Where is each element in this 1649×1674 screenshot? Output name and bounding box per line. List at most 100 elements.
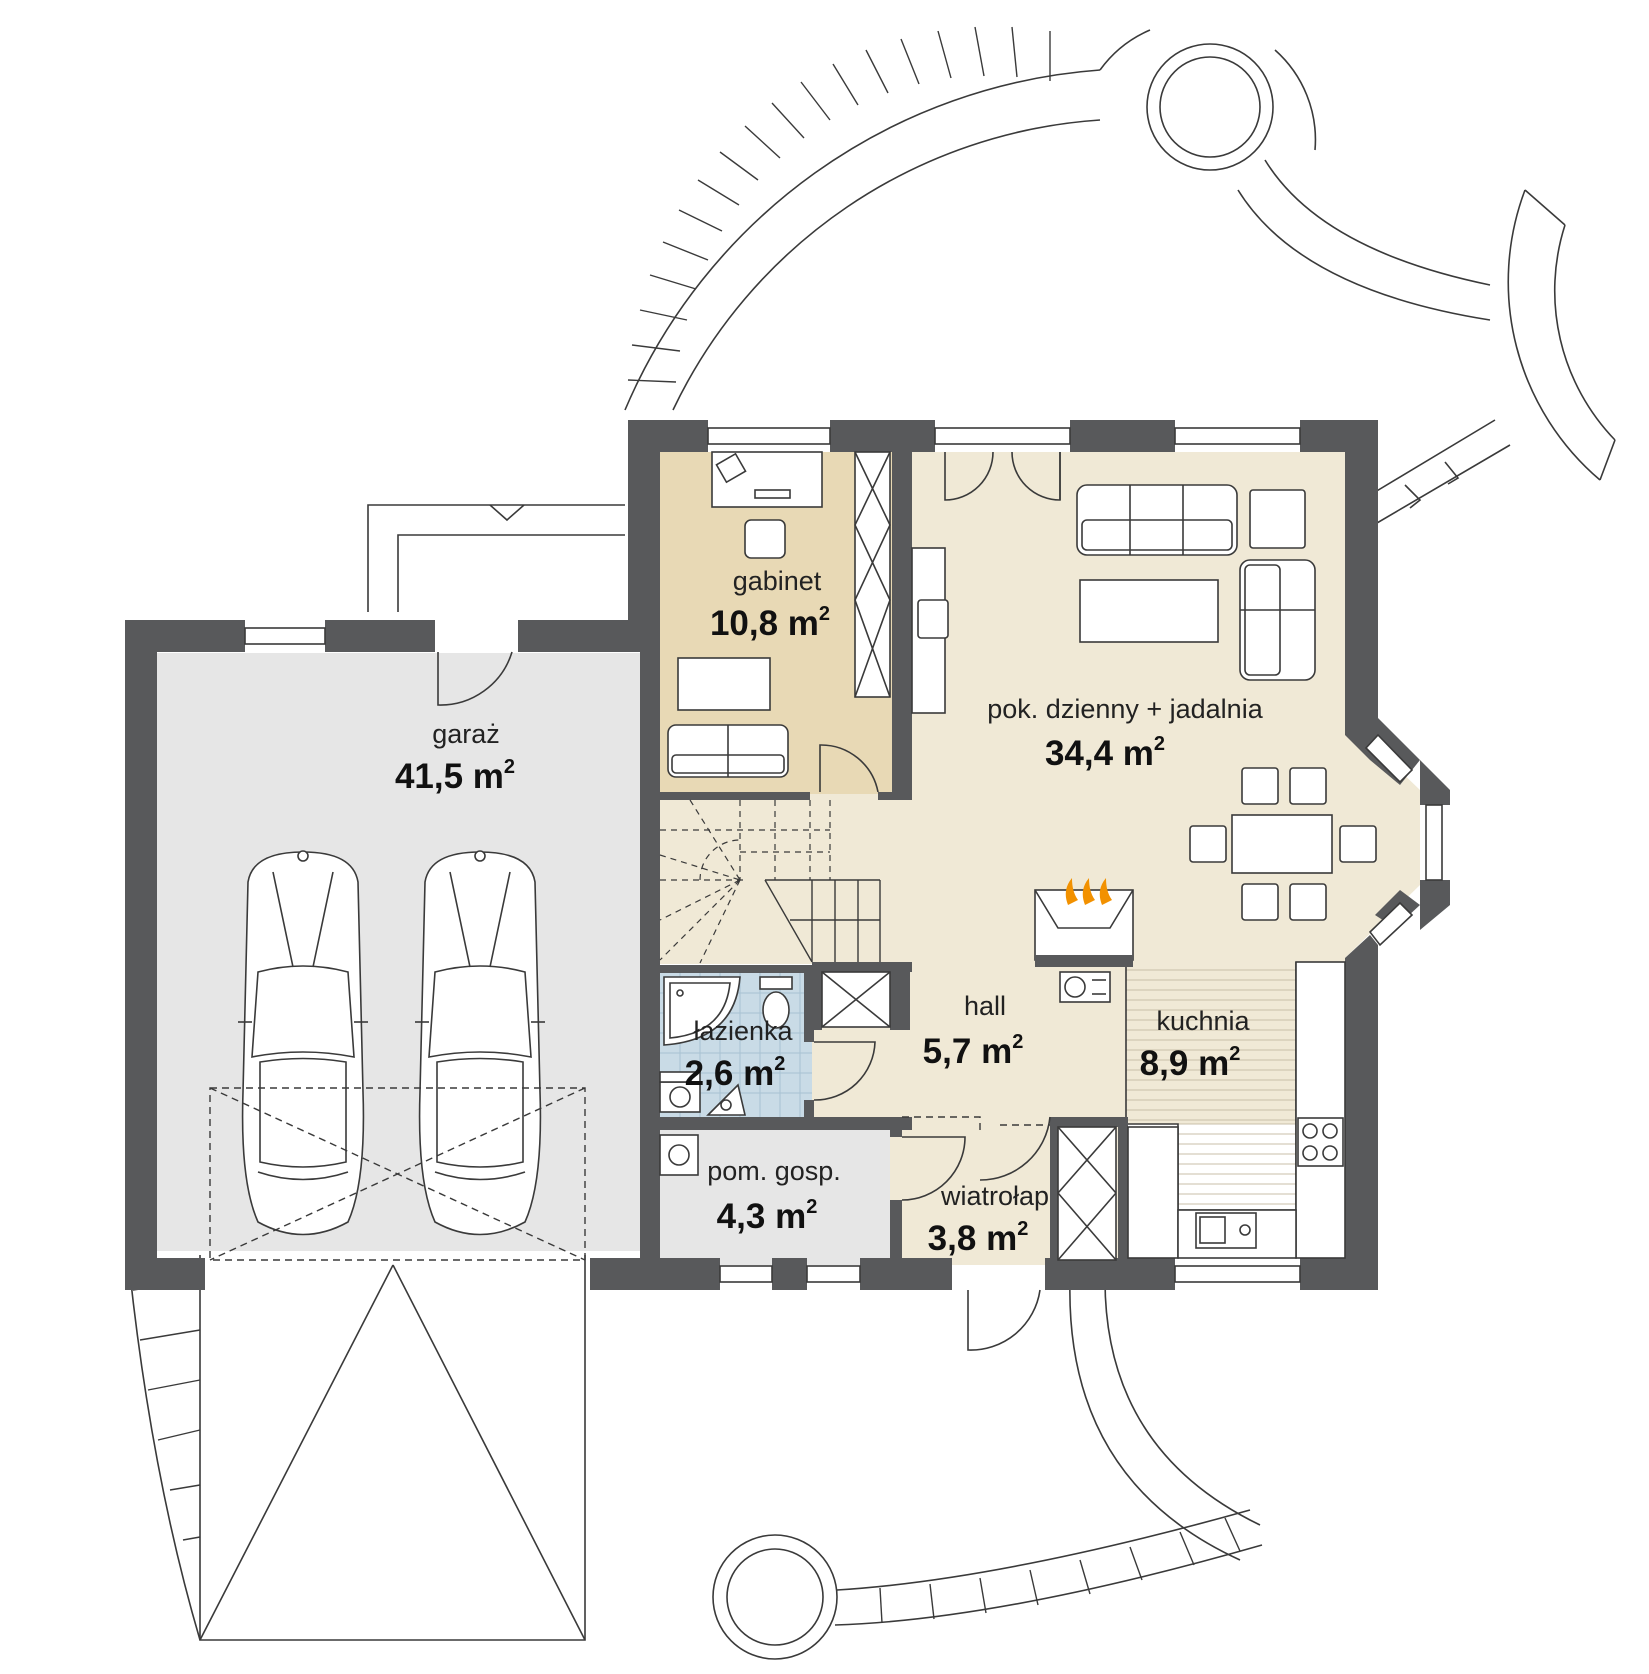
window-icon bbox=[1174, 427, 1301, 445]
wardrobe bbox=[854, 451, 891, 698]
chair-icon bbox=[744, 519, 786, 559]
room-name-kitchen: kuchnia bbox=[1156, 1006, 1250, 1036]
counter bbox=[1295, 961, 1346, 1259]
wall bbox=[812, 962, 912, 972]
wall bbox=[1050, 1117, 1060, 1265]
wall bbox=[125, 620, 157, 1290]
room-area-living: 34,4 m2 bbox=[1045, 733, 1165, 773]
room-name-vestibule: wiatrołap bbox=[940, 1181, 1049, 1211]
door-icon bbox=[813, 1041, 876, 1101]
sink-icon bbox=[706, 1083, 747, 1116]
doors bbox=[437, 451, 1061, 1351]
wall bbox=[890, 1200, 902, 1265]
door-icon bbox=[944, 451, 994, 501]
window-icon bbox=[1174, 1265, 1301, 1283]
fireplace-icon bbox=[1034, 878, 1134, 1003]
office-furniture bbox=[667, 451, 891, 778]
chair-icon bbox=[1241, 883, 1279, 921]
room-area-bathroom: 2,6 m2 bbox=[685, 1053, 786, 1093]
wall bbox=[772, 1258, 807, 1290]
wall bbox=[1300, 1258, 1378, 1290]
window-icon bbox=[719, 1265, 773, 1283]
wall bbox=[125, 1258, 205, 1290]
wall bbox=[660, 1258, 720, 1290]
wall bbox=[878, 792, 912, 800]
door-icon bbox=[1011, 451, 1061, 501]
table-icon bbox=[1231, 814, 1333, 874]
wall bbox=[1118, 1117, 1128, 1265]
room-name-hall: hall bbox=[964, 991, 1006, 1021]
window-icon bbox=[806, 1265, 861, 1283]
wall bbox=[1045, 1258, 1175, 1290]
door-icon bbox=[979, 1116, 1051, 1181]
table-icon bbox=[1079, 579, 1219, 643]
kitchen-plank-lines bbox=[1126, 969, 1296, 1205]
room-area-vestibule: 3,8 m2 bbox=[928, 1218, 1029, 1258]
chair-icon bbox=[1241, 767, 1279, 805]
windows bbox=[244, 427, 1443, 1283]
room-name-living: pok. dzienny + jadalnia bbox=[987, 694, 1263, 724]
window-icon bbox=[244, 627, 326, 645]
table-icon bbox=[677, 657, 771, 711]
room-labels: garaż 41,5 m2 gabinet 10,8 m2 pok. dzien… bbox=[395, 566, 1264, 1258]
window-icon bbox=[934, 427, 1071, 445]
room-area-garage: 41,5 m2 bbox=[395, 756, 515, 796]
room-area-hall: 5,7 m2 bbox=[923, 1031, 1024, 1071]
sofa-icon bbox=[1239, 559, 1316, 681]
room-name-bathroom: łazienka bbox=[693, 1016, 793, 1046]
wall bbox=[1420, 880, 1450, 930]
wall bbox=[1420, 760, 1450, 805]
room-name-office: gabinet bbox=[733, 566, 822, 596]
wall bbox=[125, 620, 245, 652]
wall bbox=[890, 1117, 902, 1137]
room-name-utility: pom. gosp. bbox=[707, 1156, 841, 1186]
garage-floor bbox=[157, 653, 640, 1251]
wall bbox=[660, 1117, 912, 1130]
chair-icon bbox=[1339, 825, 1377, 863]
walls bbox=[125, 420, 1450, 1290]
wall bbox=[812, 962, 822, 1030]
wall bbox=[804, 1100, 814, 1120]
chair-icon bbox=[1249, 489, 1306, 549]
window-icon bbox=[707, 427, 831, 445]
door-icon bbox=[819, 744, 879, 793]
room-area-office: 10,8 m2 bbox=[710, 603, 830, 643]
landscape bbox=[127, 26, 1616, 1660]
wall bbox=[1050, 1117, 1126, 1127]
car-icon bbox=[238, 850, 368, 1236]
wall bbox=[1345, 962, 1378, 1290]
window-icon bbox=[1368, 901, 1414, 947]
chair-icon bbox=[1289, 767, 1327, 805]
stairs-icon bbox=[659, 799, 891, 1028]
wall bbox=[1345, 420, 1378, 718]
wall bbox=[860, 1258, 952, 1290]
door-icon bbox=[437, 651, 513, 706]
living-furniture bbox=[911, 484, 1377, 1003]
wall bbox=[325, 620, 435, 652]
window-icon bbox=[1364, 733, 1414, 784]
terrace-steps-top bbox=[627, 26, 1051, 383]
stove-icon bbox=[1297, 1117, 1344, 1167]
wall bbox=[628, 420, 708, 452]
door-icon bbox=[967, 1289, 1041, 1351]
wall bbox=[830, 420, 935, 452]
bathroom-fixtures bbox=[659, 976, 793, 1116]
wall bbox=[892, 452, 912, 797]
garage-door-swing bbox=[209, 1087, 586, 1261]
sofa-icon bbox=[1076, 484, 1238, 556]
wall bbox=[804, 965, 814, 1042]
room-name-garage: garaż bbox=[432, 719, 500, 749]
kitchen-fixtures bbox=[1127, 961, 1346, 1259]
chair-icon bbox=[1189, 825, 1227, 863]
room-area-kitchen: 8,9 m2 bbox=[1140, 1043, 1241, 1083]
wall bbox=[640, 620, 660, 1290]
chair-icon bbox=[1289, 883, 1327, 921]
wall bbox=[890, 962, 910, 1030]
counter bbox=[1127, 1126, 1179, 1259]
wall bbox=[628, 420, 660, 652]
car-icon bbox=[415, 850, 545, 1236]
kitchen-floor bbox=[1126, 962, 1296, 1124]
wall bbox=[660, 965, 812, 973]
vestibule-wardrobe bbox=[1057, 1126, 1117, 1261]
